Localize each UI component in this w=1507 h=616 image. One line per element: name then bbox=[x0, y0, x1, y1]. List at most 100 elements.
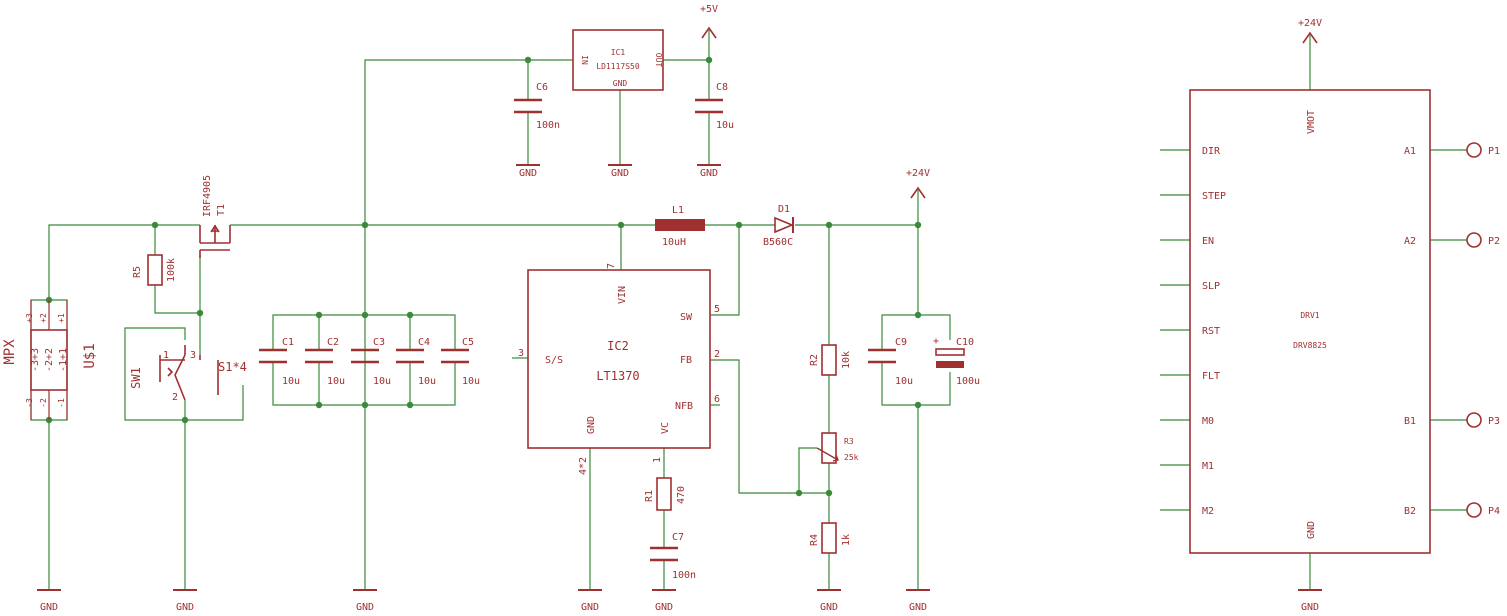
d1-value: B560C bbox=[763, 237, 793, 248]
gnd-label: GND bbox=[581, 602, 599, 613]
input-capacitors bbox=[259, 348, 469, 364]
sw1-name: SW1 bbox=[129, 367, 143, 389]
r3-value: 25k bbox=[844, 453, 859, 462]
gnd-label: GND bbox=[519, 168, 537, 179]
ic2-pin-num: 3 bbox=[518, 348, 524, 359]
usb-bottom-pin: -2 bbox=[39, 398, 48, 408]
sw1-pin3: 3 bbox=[190, 350, 196, 361]
gnd-label: GND bbox=[820, 602, 838, 613]
r5-value: 100k bbox=[166, 258, 177, 282]
c6-name: C6 bbox=[536, 82, 548, 93]
ic2-pin-num: 4*2 bbox=[578, 457, 589, 475]
ic2-gnd-pin: GND bbox=[586, 416, 597, 434]
drv1-left-pin: M1 bbox=[1202, 461, 1214, 472]
c6-value: 100n bbox=[536, 120, 560, 131]
usb-pin-label: -3+3 bbox=[30, 348, 41, 372]
junctions bbox=[45, 56, 922, 497]
c1-name: C1 bbox=[282, 337, 294, 348]
c10-polarity: + bbox=[933, 336, 939, 347]
pad-label: P4 bbox=[1488, 506, 1500, 517]
c10-value: 100u bbox=[956, 376, 980, 387]
l1-value: 10uH bbox=[662, 237, 686, 248]
ic2-nfb-pin: NFB bbox=[675, 401, 693, 412]
plus24v-label-driver: +24V bbox=[1298, 18, 1322, 29]
drv1-name: DRV1 bbox=[1300, 311, 1319, 320]
c1-value: 10u bbox=[282, 376, 300, 387]
connector-u1: -3+3 -2+2 -1+1 +3 +2 +1 -3 -2 -1 MPX U$1 bbox=[2, 300, 98, 420]
ic1-in-pin: IN bbox=[580, 55, 589, 65]
drv1-left-pin: SLP bbox=[1202, 281, 1220, 292]
sw1-pin1: 1 bbox=[163, 350, 169, 361]
ic2-pin-num: 1 bbox=[652, 457, 663, 463]
drv1-right-pin: B1 bbox=[1404, 416, 1416, 427]
ic2-sw-pin: SW bbox=[680, 312, 693, 323]
output-pads bbox=[1466, 142, 1482, 518]
cap-c7 bbox=[650, 546, 678, 562]
ic1-regulator: IC1 LD1117S50 GND IN OUT bbox=[572, 29, 664, 91]
ic2-value: LT1370 bbox=[596, 369, 639, 383]
r4-name: R4 bbox=[809, 534, 820, 546]
ic2-name: IC2 bbox=[607, 339, 629, 353]
cap-c10 bbox=[935, 348, 965, 368]
r2-name: R2 bbox=[809, 354, 820, 366]
plus5v-label: +5V bbox=[700, 4, 718, 15]
resistor-r1 bbox=[656, 477, 672, 511]
gnd-label: GND bbox=[611, 168, 629, 179]
c5-name: C5 bbox=[462, 337, 474, 348]
usb-top-pin: +1 bbox=[57, 313, 66, 323]
drv1-value: DRV8825 bbox=[1293, 341, 1327, 350]
diode-d1 bbox=[774, 216, 795, 234]
c9-name: C9 bbox=[895, 337, 907, 348]
drv1-left-pin: DIR bbox=[1202, 146, 1221, 157]
c8-name: C8 bbox=[716, 82, 728, 93]
c7-name: C7 bbox=[672, 532, 684, 543]
gnd-label: GND bbox=[909, 602, 927, 613]
cap-c8 bbox=[695, 98, 723, 114]
c4-value: 10u bbox=[418, 376, 436, 387]
gnd-label: GND bbox=[40, 602, 58, 613]
power-symbols bbox=[701, 26, 1318, 199]
ic2-ss-pin: S/S bbox=[545, 355, 563, 366]
drv1-gnd-pin: GND bbox=[1306, 521, 1317, 539]
t1-value: IRF4905 bbox=[202, 175, 213, 217]
cap-c9 bbox=[868, 348, 896, 364]
d1-name: D1 bbox=[778, 204, 790, 215]
ic2-pin-num: 2 bbox=[714, 349, 720, 360]
l1-name: L1 bbox=[672, 205, 684, 216]
ic2-vc-pin: VC bbox=[660, 422, 671, 434]
drv1-right-pin: A1 bbox=[1404, 146, 1416, 157]
gnd-label: GND bbox=[1301, 602, 1319, 613]
gnd-label: GND bbox=[700, 168, 718, 179]
drv1-left-pin: EN bbox=[1202, 236, 1214, 247]
inductor-l1 bbox=[655, 219, 705, 231]
resistor-r2 bbox=[821, 344, 837, 376]
usb-pin-label: -2+2 bbox=[44, 348, 55, 372]
s1-name: S1*4 bbox=[218, 360, 247, 374]
r5-name: R5 bbox=[132, 266, 143, 278]
usb-name: U$1 bbox=[82, 343, 98, 368]
resistor-r4 bbox=[821, 522, 837, 554]
ic2-fb-pin: FB bbox=[680, 355, 692, 366]
pad-label: P1 bbox=[1488, 146, 1500, 157]
sw1-pin2: 2 bbox=[172, 392, 178, 403]
gnd-label: GND bbox=[176, 602, 194, 613]
r3-name: R3 bbox=[844, 437, 854, 446]
c7-value: 100n bbox=[672, 570, 696, 581]
mosfet-t1 bbox=[199, 224, 231, 258]
drv1-right-pin: B2 bbox=[1404, 506, 1416, 517]
r1-value: 470 bbox=[676, 486, 687, 504]
cap-c6 bbox=[514, 98, 542, 114]
t1-name: T1 bbox=[216, 204, 227, 216]
ic2-pin-num: 6 bbox=[714, 394, 720, 405]
plus24v-label: +24V bbox=[906, 168, 930, 179]
gnd-label: GND bbox=[655, 602, 673, 613]
ic1-value: LD1117S50 bbox=[596, 62, 640, 71]
usb-bottom-pin: -1 bbox=[57, 398, 66, 408]
resistor-r5 bbox=[147, 254, 163, 286]
usb-top-pin: +3 bbox=[25, 313, 34, 323]
c9-value: 10u bbox=[895, 376, 913, 387]
drv1-left-pin: FLT bbox=[1202, 371, 1220, 382]
switch-sw1 bbox=[159, 345, 219, 401]
c8-value: 10u bbox=[716, 120, 734, 131]
